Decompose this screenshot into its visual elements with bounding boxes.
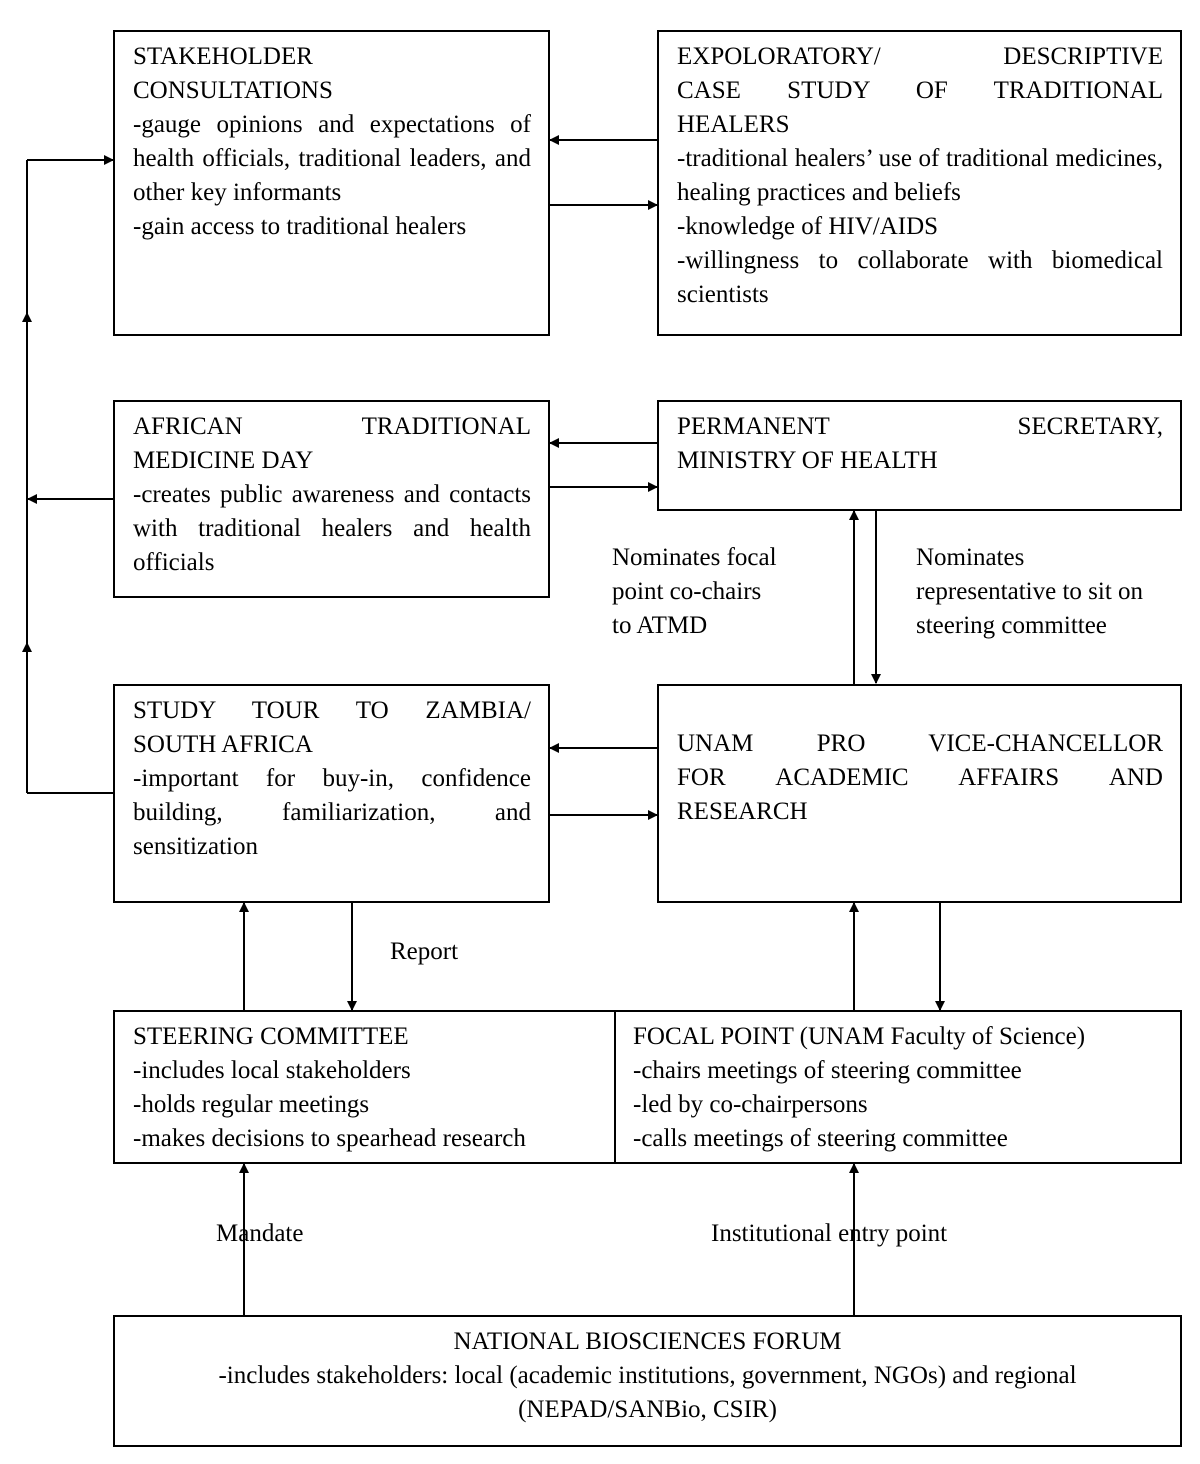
focal-item: -chairs meetings of steering committee bbox=[633, 1057, 1022, 1084]
nominates-rep-line: Nominates bbox=[916, 544, 1025, 571]
nominates-focal-line: Nominates focal bbox=[612, 544, 777, 571]
nominates-focal-label: Nominates focal point co-chairs to ATMD bbox=[612, 541, 777, 643]
entry-point-label: Institutional entry point bbox=[711, 1220, 948, 1247]
steering-focal-divider bbox=[614, 1010, 616, 1164]
atmd-title-1: AFRICAN TRADITIONAL bbox=[133, 413, 531, 440]
nominates-rep-line: steering committee bbox=[916, 612, 1107, 639]
exploratory-item: -knowledge of HIV/AIDS bbox=[677, 213, 939, 240]
exploratory-case-study-box bbox=[657, 30, 1182, 336]
focal-point-text: FOCAL POINT (UNAM Faculty of Science) -c… bbox=[633, 1020, 1173, 1156]
study-tour-title-2: SOUTH AFRICA bbox=[133, 731, 313, 758]
exploratory-item: -traditional healers’ use of traditional… bbox=[677, 145, 1163, 206]
biosciences-forum-box bbox=[113, 1315, 1182, 1447]
forum-line: -includes stakeholders: local (academic … bbox=[218, 1362, 1077, 1389]
exploratory-item: -willingness to collaborate with biomedi… bbox=[677, 247, 1163, 308]
stakeholder-item: -gauge opinions and expectations of heal… bbox=[133, 111, 531, 206]
stakeholder-consultations-box bbox=[113, 30, 550, 336]
atmd-item: -creates public awareness and contacts w… bbox=[133, 481, 531, 576]
steering-item: -makes decisions to spearhead research bbox=[133, 1125, 526, 1152]
focal-item: -led by co-chairpersons bbox=[633, 1091, 868, 1118]
stakeholder-title-1: STAKEHOLDER bbox=[133, 43, 313, 70]
ps-title-2: MINISTRY OF HEALTH bbox=[677, 447, 938, 474]
exploratory-case-study-text: EXPOLORATORY/ DESCRIPTIVE CASE STUDY OF … bbox=[677, 40, 1163, 312]
study-tour-title-1: STUDY TOUR TO ZAMBIA/ bbox=[133, 697, 531, 724]
nominates-rep-line: representative to sit on bbox=[916, 578, 1144, 605]
steering-title: STEERING COMMITTEE bbox=[133, 1023, 409, 1050]
mandate-label: Mandate bbox=[216, 1220, 304, 1247]
biosciences-forum-text: NATIONAL BIOSCIENCES FORUM -includes sta… bbox=[113, 1325, 1182, 1427]
study-tour-box bbox=[113, 684, 550, 903]
steering-focal-box bbox=[113, 1010, 1182, 1164]
nominates-focal-line: point co-chairs bbox=[612, 578, 762, 605]
stakeholder-title-2: CONSULTATIONS bbox=[133, 77, 333, 104]
study-tour-item: -important for buy-in, confidence buildi… bbox=[133, 765, 531, 860]
study-tour-text: STUDY TOUR TO ZAMBIA/ SOUTH AFRICA -impo… bbox=[133, 694, 531, 864]
stakeholder-consultations-text: STAKEHOLDER CONSULTATIONS -gauge opinion… bbox=[133, 40, 531, 244]
nominates-focal-line: to ATMD bbox=[612, 612, 708, 639]
focal-item: -calls meetings of steering committee bbox=[633, 1125, 1008, 1152]
ps-title-1: PERMANENT SECRETARY, bbox=[677, 413, 1163, 440]
unam-pvc-text: UNAM PRO VICE-CHANCELLOR FOR ACADEMIC AF… bbox=[677, 727, 1163, 829]
focal-title: FOCAL POINT (UNAM Faculty of Science) bbox=[633, 1023, 1086, 1050]
atmd-box bbox=[113, 400, 550, 598]
steering-committee-text: STEERING COMMITTEE -includes local stake… bbox=[133, 1020, 603, 1156]
report-label: Report bbox=[390, 938, 459, 965]
pvc-title-3: RESEARCH bbox=[677, 798, 808, 825]
pvc-title-1: UNAM PRO VICE-CHANCELLOR bbox=[677, 730, 1163, 757]
atmd-text: AFRICAN TRADITIONAL MEDICINE DAY -create… bbox=[133, 410, 531, 580]
forum-title: NATIONAL BIOSCIENCES FORUM bbox=[453, 1328, 842, 1355]
exploratory-title-3: HEALERS bbox=[677, 111, 790, 138]
steering-item: -holds regular meetings bbox=[133, 1091, 370, 1118]
pvc-title-2: FOR ACADEMIC AFFAIRS AND bbox=[677, 764, 1163, 791]
nominates-representative-label: Nominates representative to sit on steer… bbox=[916, 541, 1143, 643]
stakeholder-item: -gain access to traditional healers bbox=[133, 213, 467, 240]
permanent-secretary-text: PERMANENT SECRETARY, MINISTRY OF HEALTH bbox=[677, 410, 1163, 478]
unam-pvc-box bbox=[657, 684, 1182, 903]
forum-line: (NEPAD/SANBio, CSIR) bbox=[518, 1396, 777, 1423]
steering-item: -includes local stakeholders bbox=[133, 1057, 411, 1084]
permanent-secretary-box bbox=[657, 400, 1182, 511]
exploratory-title-1: EXPOLORATORY/ DESCRIPTIVE bbox=[677, 43, 1163, 70]
exploratory-title-2: CASE STUDY OF TRADITIONAL bbox=[677, 77, 1163, 104]
atmd-title-2: MEDICINE DAY bbox=[133, 447, 314, 474]
